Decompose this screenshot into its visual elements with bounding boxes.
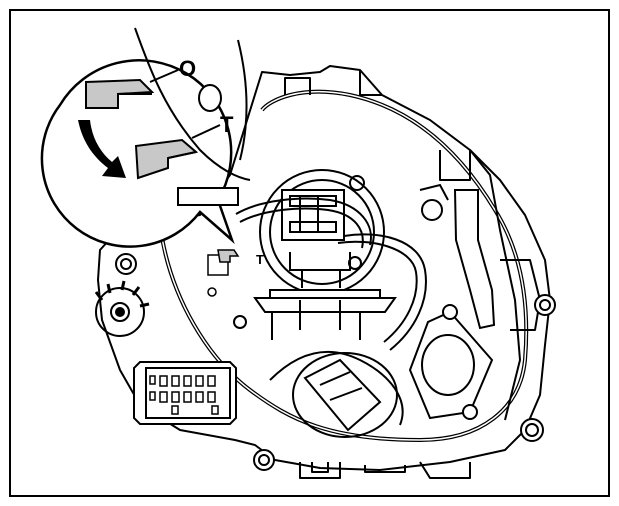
clip-tight-position	[134, 138, 199, 180]
leader-line-open	[149, 69, 179, 83]
callout-bubble: O T	[40, 27, 251, 248]
rotation-arrow-icon	[78, 120, 126, 178]
adjuster-arm	[419, 183, 496, 330]
secondary-bulb	[292, 352, 398, 438]
electrical-connector	[133, 361, 237, 425]
headlamp-housing	[97, 65, 551, 479]
detail-clip-label: T	[256, 252, 264, 267]
clip-open-position	[85, 78, 155, 109]
label-open: O	[179, 56, 196, 81]
adjuster-gear	[94, 280, 150, 337]
wiring-harness	[235, 197, 427, 426]
leveling-motor	[408, 304, 494, 420]
bulb-socket	[253, 169, 397, 340]
label-tight: T	[220, 112, 234, 137]
detail-clip: T	[217, 249, 264, 267]
leader-line-tight	[191, 124, 221, 139]
